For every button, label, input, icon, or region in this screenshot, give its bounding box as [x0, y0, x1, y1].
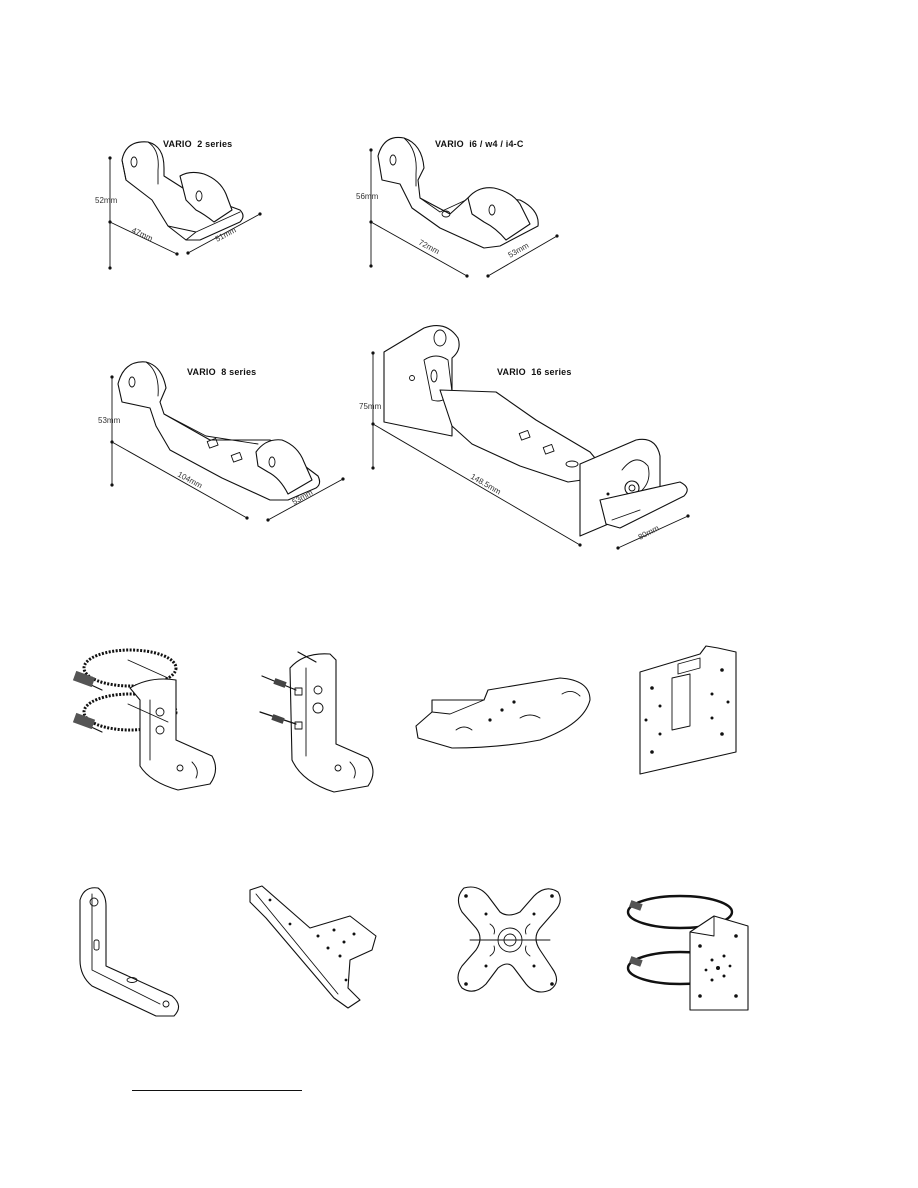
- vario-16-bracket-drawing: 75mm 148.5mm 80mm: [359, 325, 690, 550]
- bracket-title-vario-i6: VARIO i6 / w4 / i4-C: [435, 139, 524, 149]
- vario-16-depth-label: 148.5mm: [469, 472, 503, 497]
- vario-2-depth-label: 47mm: [130, 226, 154, 244]
- l-angle-bracket-icon: [79, 887, 180, 1017]
- vario-i6-height-label: 56mm: [356, 192, 379, 201]
- t-arm-bracket-icon: [249, 885, 377, 1009]
- pole-band-plate-icon: [626, 894, 749, 1011]
- vario-16-height-label: 75mm: [359, 402, 382, 411]
- vario-8-bracket-drawing: 53mm 104mm 53mm: [98, 361, 345, 522]
- bracket-title-vario-16: VARIO 16 series: [497, 367, 572, 377]
- vario-8-height-label: 53mm: [98, 416, 121, 425]
- footnote-divider: [132, 1090, 302, 1091]
- vario-i6-bracket-drawing: 56mm 72mm 53mm: [356, 136, 559, 278]
- cross-adapter-plate-icon: [457, 886, 561, 993]
- vesa-wall-plate-icon: [639, 645, 737, 775]
- pole-clamp-bracket-icon: [72, 648, 217, 791]
- wall-anchor-bracket-icon: [259, 651, 374, 793]
- vario-2-bracket-drawing: 52mm 47mm 51mm: [95, 141, 262, 270]
- vario-16-width-label: 80mm: [637, 523, 661, 542]
- curved-ceiling-plate-icon: [415, 677, 591, 749]
- vario-i6-width-label: 53mm: [507, 241, 531, 260]
- vario-i6-depth-label: 72mm: [417, 238, 441, 257]
- vario-2-height-label: 52mm: [95, 196, 118, 205]
- bracket-title-vario-8: VARIO 8 series: [187, 367, 257, 377]
- bracket-title-vario-2: VARIO 2 series: [163, 139, 233, 149]
